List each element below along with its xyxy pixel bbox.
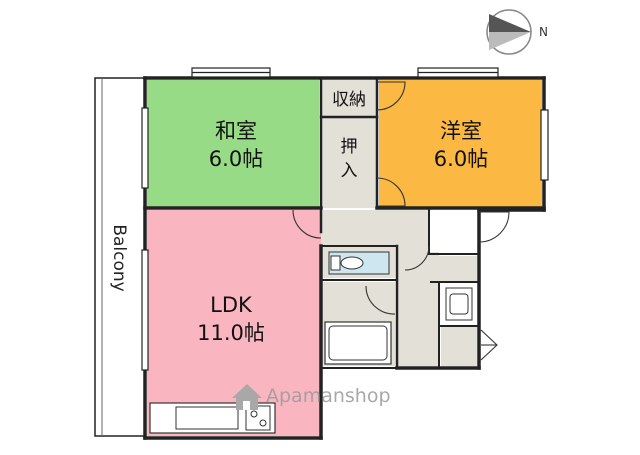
balcony: Balcony bbox=[94, 77, 146, 437]
closet-area bbox=[321, 80, 377, 116]
toilet-fixture bbox=[328, 251, 390, 275]
north-arrow-icon bbox=[486, 9, 532, 55]
doors bbox=[292, 81, 510, 361]
house-logo-icon bbox=[232, 384, 262, 410]
yoshitsu-room bbox=[379, 80, 542, 208]
watermark-text: Apamanshop bbox=[266, 385, 391, 407]
bathtub-fixture bbox=[324, 321, 392, 365]
yoshitsu-name: 洋室 bbox=[440, 119, 482, 143]
water-heater-area bbox=[441, 326, 477, 366]
washbasin-fixture bbox=[445, 287, 473, 321]
yoshitsu-size: 6.0帖 bbox=[434, 147, 488, 171]
windows bbox=[141, 67, 549, 371]
washitsu-name: 和室 bbox=[215, 119, 257, 143]
oshiire-area bbox=[321, 118, 377, 208]
balcony-label: Balcony bbox=[109, 224, 129, 291]
north-label: N bbox=[539, 25, 548, 39]
oshiire-label-top: 押 bbox=[341, 137, 358, 157]
closet-label: 収納 bbox=[332, 90, 366, 110]
oshiire-label-bottom: 入 bbox=[341, 161, 358, 181]
ldk-size: 11.0帖 bbox=[197, 321, 265, 345]
washitsu-size: 6.0帖 bbox=[209, 147, 263, 171]
shoe-storage bbox=[431, 256, 477, 282]
hallway-area bbox=[321, 210, 429, 246]
ldk-room bbox=[147, 210, 321, 436]
washitsu-room bbox=[147, 80, 319, 208]
entrance-area bbox=[429, 210, 479, 252]
ldk-name: LDK bbox=[210, 293, 253, 317]
